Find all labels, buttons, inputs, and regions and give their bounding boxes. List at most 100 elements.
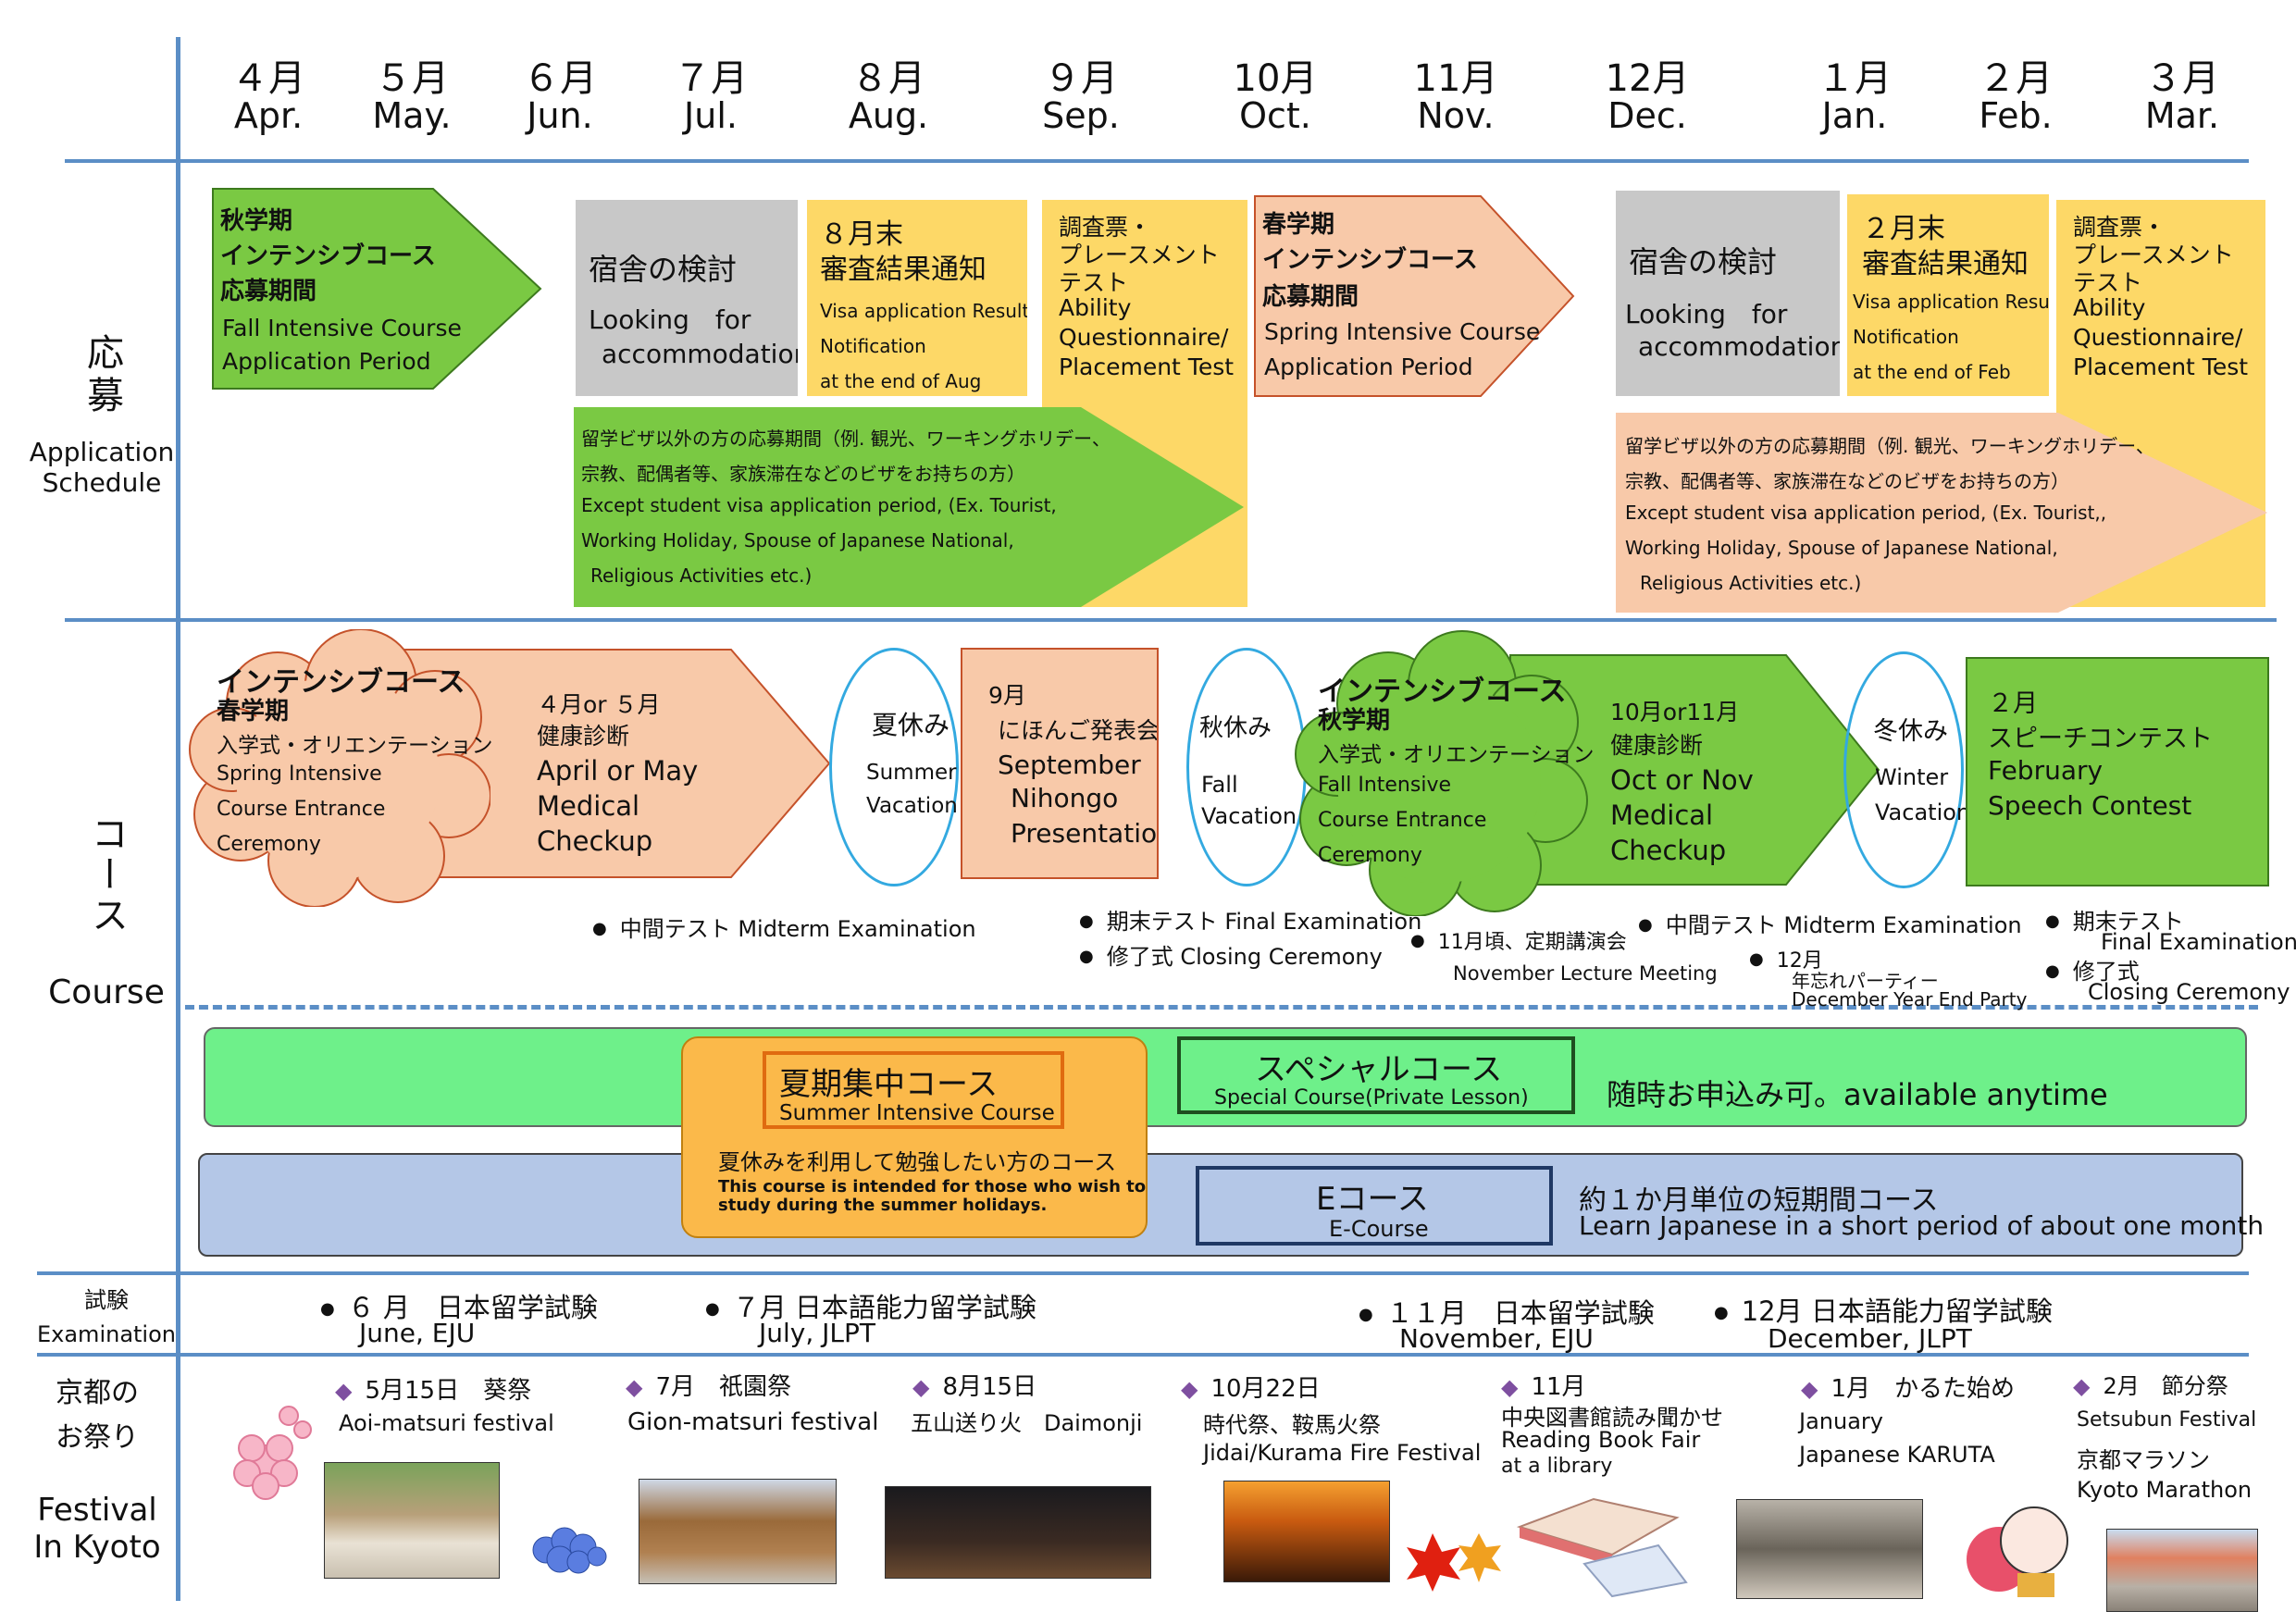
exam-fest-divider [37,1353,2249,1357]
month-ja-label: 11月 [1413,57,1498,100]
header-divider [65,159,2249,163]
month-en-label: Jul. [684,95,738,136]
festival-setsubun: ◆2月 節分祭 [2073,1373,2228,1399]
exam-november: １１月 日本留学試験 [1359,1292,1655,1331]
festival-aoi: ◆5月15日 葵祭 [335,1377,532,1405]
month-en-label: Apr. [233,95,304,136]
bullet-final-2: 期末テスト [2045,903,2184,936]
fall-app-l1: 秋学期 [220,207,293,235]
month-ja-label: 12月 [1605,57,1690,100]
result-notification-box-2: ２月末 審査結果通知 Visa application Result Notif… [1847,194,2049,396]
exam-july: ７月 日本語能力留学試験 [705,1286,1036,1325]
month-ja-label: ２月 [1979,57,2053,100]
month-ja-label: １月 [1818,57,1892,100]
festival-marker-icon: ◆ [1181,1376,1198,1402]
non-student-visa-arrow-2 [1616,413,2267,613]
summer-vacation-ellipse [829,648,959,886]
month-ja-label: ５月 [375,57,449,100]
month-en-label: Oct. [1239,95,1311,136]
month-en-label: Dec. [1607,95,1687,136]
e-course-box: Eコース E-Course [1196,1166,1553,1246]
month-ja-label: 10月 [1233,57,1318,100]
left-axis-line [176,37,180,1601]
fall-app-l4: Fall Intensive Course [222,315,462,341]
fest-side-label: 京都の お祭り Festival In Kyoto [33,1377,161,1566]
festival-marker-icon: ◆ [912,1374,930,1400]
month-en-label: Sep. [1042,95,1120,136]
gion-festival-photo [639,1479,837,1584]
bullet-final-1: 期末テスト Final Examination [1079,903,1422,936]
festival-marker-icon: ◆ [335,1378,353,1404]
daimonji-photo [885,1486,1151,1579]
fall-app-l3: 応募期間 [220,278,317,305]
cherry-blossom-icon [233,1406,312,1500]
spring-entrance-cloud [189,629,490,907]
summer-intensive-course-box: 夏期集中コース Summer Intensive Course 夏休みを利用して… [681,1036,1148,1238]
exam-december: 12月 日本語能力留学試験 [1714,1290,2053,1329]
hydrangea-icon [532,1527,607,1574]
result-notification-box-1: ８月末 審査結果通知 Visa application Result Notif… [807,200,1027,396]
picture-book-icon [1516,1497,1688,1598]
summer-intensive-title-box: 夏期集中コース Summer Intensive Course [763,1051,1064,1129]
e-course-note-2: Learn Japanese in a short period of abou… [1579,1210,2265,1241]
special-course-box: スペシャルコース Special Course(Private Lesson) [1177,1036,1575,1114]
setsubun-mask-icon [1967,1506,2068,1597]
month-en-label: Jun. [527,95,593,136]
month-ja-label: ８月 [851,57,925,100]
fall-app-l2: インテンシブコース [220,242,436,270]
accommodation-box-1: 宿舎の検討 Looking for accommodation [576,200,798,396]
e-course-bar [198,1153,2243,1257]
aoi-festival-photo [324,1462,500,1579]
non-student-visa-arrow-1 [574,407,1244,607]
month-ja-label: ４月 [231,57,305,100]
karuta-photo [1736,1499,1923,1599]
month-ja-label: ３月 [2145,57,2219,100]
fall-entrance-cloud [1295,630,1588,916]
month-ja-label: ７月 [674,57,748,100]
month-en-label: Feb. [1979,95,2053,136]
nihongo-presentation-box: 9月 にほんご発表会 September Nihongo Presentatio… [961,648,1159,879]
month-en-label: Nov. [1417,95,1495,136]
bullet-lecture: 11月頃、定期講演会 [1410,925,1627,955]
fall-application-arrow [212,188,542,390]
month-en-label: Aug. [848,95,929,136]
accommodation-box-2: 宿舎の検討 Looking for accommodation [1616,191,1840,396]
month-en-label: Mar. [2144,95,2220,136]
exam-june: ６ 月 日本留学試験 [320,1286,598,1325]
month-en-label: May. [372,95,452,136]
festival-marker-icon: ◆ [2073,1373,2091,1399]
fall-app-l5: Application Period [222,348,431,375]
festival-marker-icon: ◆ [1801,1376,1818,1402]
winter-vacation-ellipse [1843,651,1964,888]
kurama-fire-photo [1223,1481,1390,1582]
month-en-label: Jan. [1821,95,1888,136]
e-course-note-1: 約１か月単位の短期間コース [1579,1184,1939,1217]
festival-gion: ◆7月 祇園祭 [626,1373,792,1401]
bullet-closing-1: 修了式 Closing Ceremony [1079,938,1383,971]
bullet-midterm-2: 中間テスト Midterm Examination [1638,907,2022,939]
speech-contest-box: ２月 スピーチコンテスト February Speech Contest [1966,657,2269,886]
festival-jidai: ◆10月22日 [1181,1375,1321,1403]
festival-marker-icon: ◆ [1501,1374,1519,1400]
festival-marker-icon: ◆ [626,1374,643,1400]
course-side-label: コース Course [48,814,165,1011]
app-course-divider [65,618,2277,622]
kyoto-marathon-photo [2106,1529,2258,1612]
festival-karuta: ◆1月 かるた始め [1801,1375,2016,1403]
course-dashed-divider [185,1005,2258,1010]
autumn-leaves-icon [1407,1533,1501,1592]
course-exam-divider [37,1271,2249,1275]
month-ja-label: ６月 [523,57,597,100]
exam-side-label: 試験 Examination [36,1287,176,1347]
